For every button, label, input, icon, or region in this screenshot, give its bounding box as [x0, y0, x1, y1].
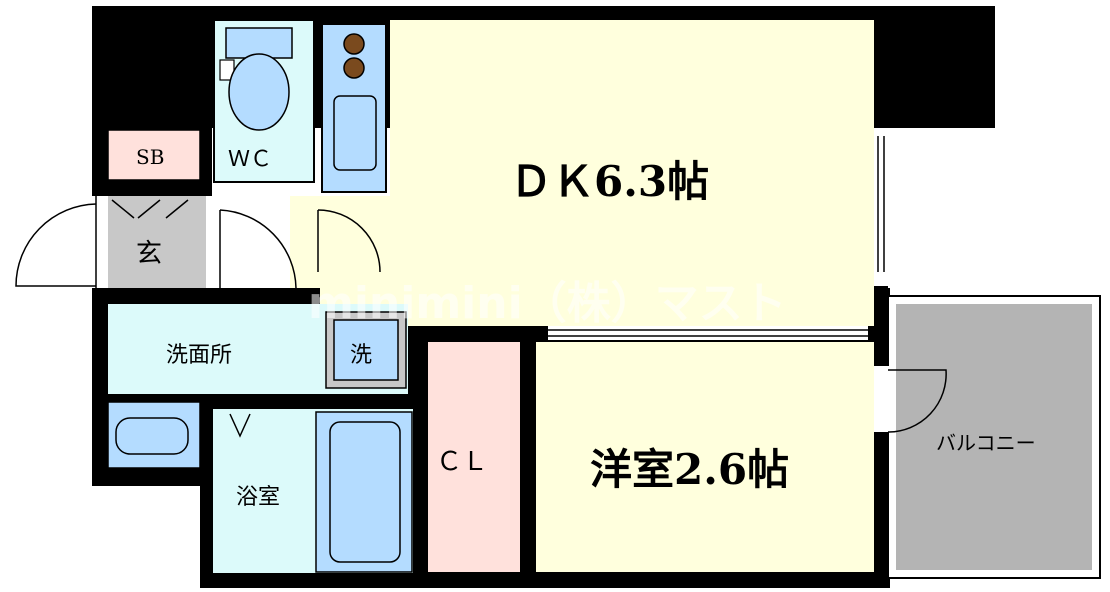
washer-label: 洗 [350, 343, 372, 368]
washroom-label: 洗面所 [166, 343, 232, 368]
hall-door-swing [219, 209, 297, 289]
shoe-cabinet-doors [111, 199, 189, 219]
balcony-label: バルコニー [936, 431, 1036, 455]
washer-icon [333, 319, 399, 381]
wash-basin-icon [115, 417, 189, 455]
dk-door-swing [317, 209, 381, 273]
balcony-area [896, 304, 1092, 570]
balcony-door-swing [887, 369, 947, 433]
closet-label: ＣＬ [436, 447, 488, 477]
wc-label: ＷＣ [228, 147, 272, 172]
sb-storage [107, 129, 201, 181]
sb-label: SB [136, 145, 164, 169]
entrance-area [108, 196, 206, 288]
bath-door-mark [229, 413, 251, 438]
bedroom [536, 342, 874, 572]
balcony-door-opening [874, 366, 896, 432]
dk-window [874, 136, 888, 272]
exterior-right [888, 128, 1110, 288]
entrance-door-swing [15, 203, 97, 287]
toilet-tank-icon [225, 27, 293, 59]
toilet-bowl-icon [228, 53, 290, 131]
kitchen-sink-icon [333, 95, 377, 171]
dk-label: ＤＫ6.3帖 [510, 157, 709, 206]
entrance-label: 玄 [136, 239, 162, 269]
bath-label: 浴室 [236, 485, 280, 510]
stove-burner-icon [343, 57, 365, 79]
bedroom-label: 洋室2.6帖 [590, 445, 789, 494]
watermark: minimini（株）マスト [308, 278, 787, 329]
stove-burner-icon [343, 33, 365, 55]
bathtub-icon [329, 421, 401, 563]
closet [428, 342, 520, 572]
dk-room [390, 20, 874, 326]
entrance-opening [92, 196, 108, 288]
